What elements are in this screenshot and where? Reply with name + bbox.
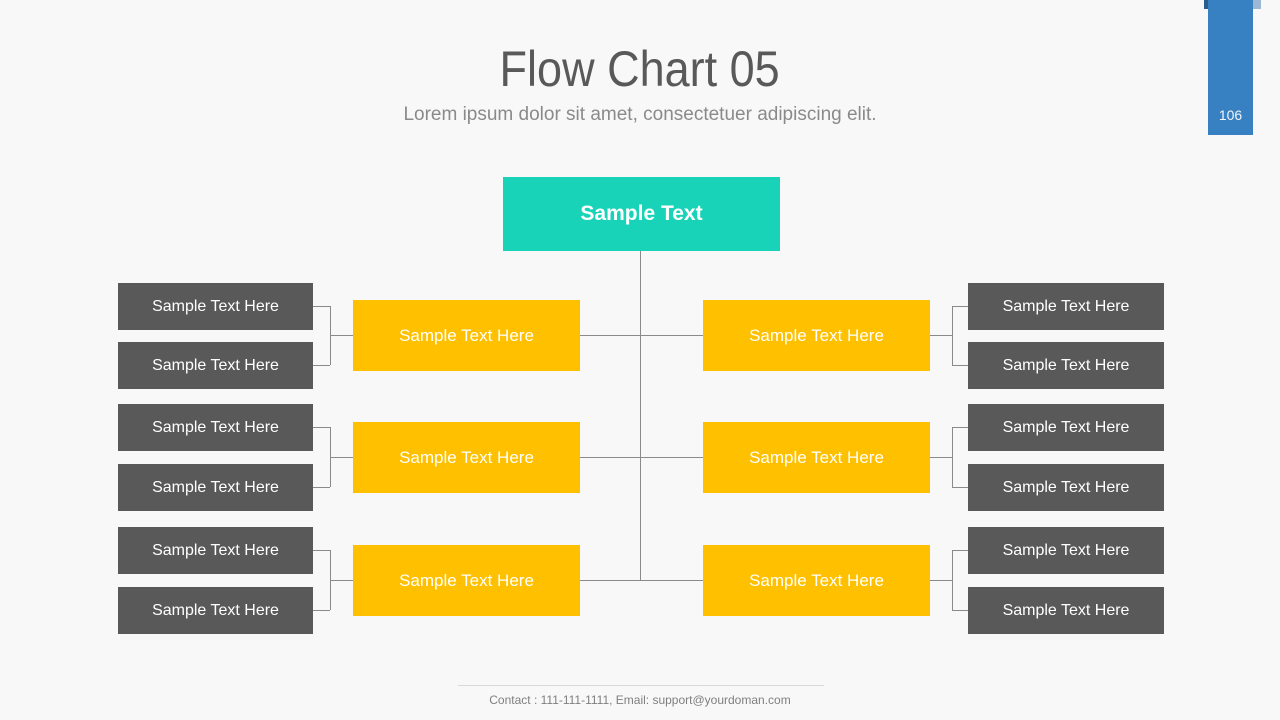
- connector-line: [580, 335, 703, 336]
- branch-node: Sample Text Here: [703, 300, 930, 371]
- leaf-node: Sample Text Here: [118, 587, 313, 634]
- leaf-node: Sample Text Here: [118, 342, 313, 389]
- connector-line: [952, 487, 968, 488]
- connector-line: [930, 335, 952, 336]
- leaf-node: Sample Text Here: [118, 464, 313, 511]
- connector-line: [930, 580, 952, 581]
- footer-contact: Contact : 111-111-1111, Email: support@y…: [489, 693, 791, 707]
- connector-line: [313, 427, 330, 428]
- flowchart-root-node: Sample Text: [503, 177, 780, 251]
- connector-line: [313, 306, 330, 307]
- connector-line: [580, 457, 703, 458]
- branch-node: Sample Text Here: [353, 422, 580, 493]
- connector-trunk: [640, 251, 641, 581]
- connector-line: [952, 550, 953, 610]
- page-number: 106: [1218, 107, 1243, 123]
- leaf-node: Sample Text Here: [118, 283, 313, 330]
- connector-line: [930, 457, 952, 458]
- connector-line: [952, 306, 968, 307]
- page-title-text: Flow Chart 05: [499, 41, 781, 97]
- branch-node: Sample Text Here: [353, 300, 580, 371]
- page-number-tab: 106: [1208, 0, 1253, 135]
- connector-line: [952, 427, 953, 487]
- leaf-node: Sample Text Here: [968, 283, 1164, 330]
- page-title: Flow Chart 05: [0, 40, 1280, 98]
- footer-divider: [458, 685, 824, 686]
- leaf-node: Sample Text Here: [968, 527, 1164, 574]
- branch-node: Sample Text Here: [353, 545, 580, 616]
- connector-line: [952, 427, 968, 428]
- leaf-node: Sample Text Here: [118, 404, 313, 451]
- connector-line: [952, 610, 968, 611]
- branch-node: Sample Text Here: [703, 545, 930, 616]
- connector-line: [952, 306, 953, 365]
- page-tab-nub: [1253, 0, 1261, 9]
- connector-line: [330, 457, 353, 458]
- branch-node: Sample Text Here: [703, 422, 930, 493]
- leaf-node: Sample Text Here: [968, 587, 1164, 634]
- connector-line: [952, 365, 968, 366]
- leaf-node: Sample Text Here: [968, 404, 1164, 451]
- connector-line: [313, 610, 330, 611]
- page-subtitle: Lorem ipsum dolor sit amet, consectetuer…: [403, 104, 877, 125]
- leaf-node: Sample Text Here: [968, 342, 1164, 389]
- connector-line: [313, 550, 330, 551]
- connector-line: [580, 580, 703, 581]
- connector-line: [313, 487, 330, 488]
- connector-line: [952, 550, 968, 551]
- leaf-node: Sample Text Here: [968, 464, 1164, 511]
- connector-line: [330, 580, 353, 581]
- connector-line: [330, 335, 353, 336]
- leaf-node: Sample Text Here: [118, 527, 313, 574]
- connector-line: [313, 365, 330, 366]
